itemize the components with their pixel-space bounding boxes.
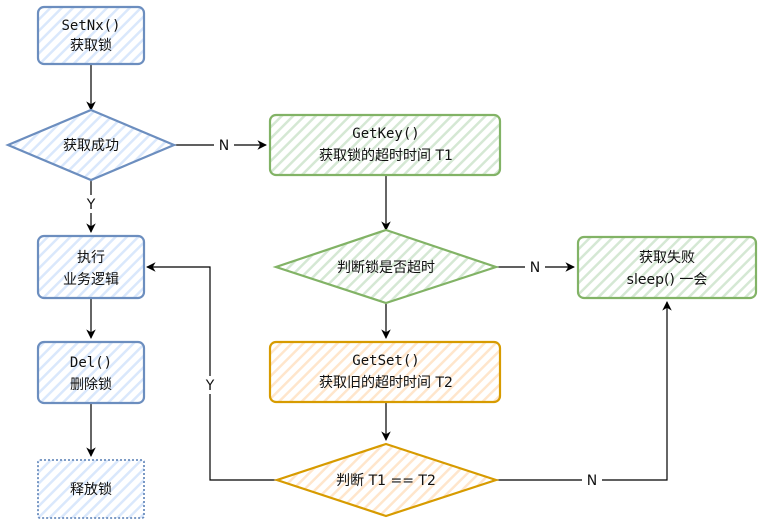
edge-label-success-no: N [219, 138, 229, 154]
node-compare: 判断 T1 == T2 [273, 442, 500, 518]
node-exec: 执行 业务逻辑 [36, 234, 146, 300]
node-setnx: SetNx() 获取锁 [36, 5, 146, 66]
edge-label-timeout-no: N [530, 260, 540, 276]
node-getset-subtitle: 获取旧的超时时间 T2 [319, 375, 453, 391]
edge-compare-no [496, 301, 672, 481]
edges [86, 64, 672, 481]
node-fail-line1: 获取失败 [639, 250, 695, 266]
node-release: 释放锁 [37, 459, 145, 519]
node-exec-line2: 业务逻辑 [63, 272, 119, 288]
node-del: Del() 删除锁 [36, 340, 146, 405]
edge-label-compare-yes: Y [205, 378, 215, 394]
node-getkey-title: GetKey() [352, 126, 419, 142]
node-timeout-check-label: 判断锁是否超时 [337, 260, 435, 276]
node-getset-title: GetSet() [352, 353, 419, 369]
node-success-check-label: 获取成功 [63, 138, 119, 154]
edge-compare-yes [146, 262, 277, 481]
edge-label-success-yes: Y [86, 197, 96, 213]
node-del-title: Del() [70, 355, 112, 371]
node-fail: 获取失败 sleep() 一会 [576, 235, 758, 300]
node-setnx-title: SetNx() [61, 18, 120, 34]
node-del-subtitle: 删除锁 [70, 377, 112, 393]
node-fail-line2: sleep() 一会 [627, 272, 708, 288]
node-getkey: GetKey() 获取锁的超时时间 T1 [268, 113, 502, 177]
node-release-label: 释放锁 [70, 482, 112, 498]
edge-labels: N Y N Y N [82, 136, 602, 489]
node-getset: GetSet() 获取旧的超时时间 T2 [268, 340, 502, 404]
node-timeout-check: 判断锁是否超时 [272, 228, 500, 305]
node-getkey-subtitle: 获取锁的超时时间 T1 [319, 148, 453, 164]
node-success-check: 获取成功 [5, 108, 177, 182]
node-compare-label: 判断 T1 == T2 [336, 473, 436, 489]
node-setnx-subtitle: 获取锁 [70, 38, 112, 54]
edge-label-compare-no: N [587, 473, 597, 489]
node-exec-line1: 执行 [77, 250, 105, 266]
